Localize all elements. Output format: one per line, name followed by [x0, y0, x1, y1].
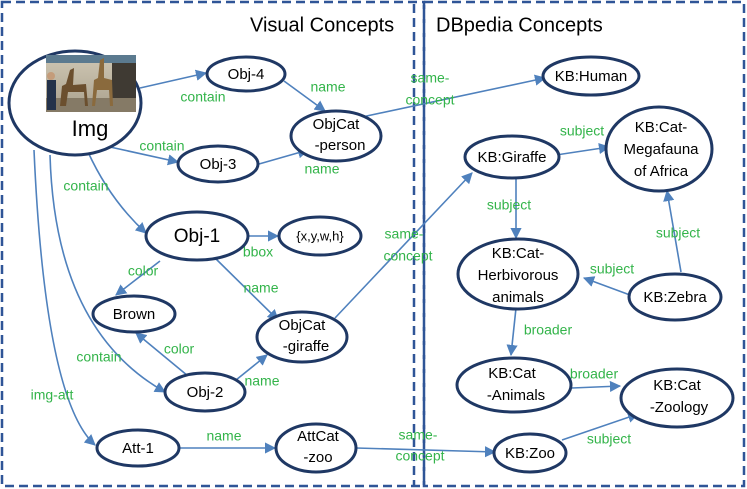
node-kb-zoology-label-1: KB:Cat — [653, 377, 701, 394]
edge-label-giraffe-kbgiraffe-1: same- — [385, 226, 424, 242]
edge-label-obj4-person: name — [310, 79, 345, 95]
edge-img-obj2 — [49, 154, 166, 393]
node-brown-label: Brown — [113, 306, 156, 323]
edge-obj2-giraffe — [235, 354, 268, 381]
node-att1: Att-1 — [95, 428, 181, 468]
edge-label-obj2-giraffe: name — [244, 373, 279, 389]
edge-label-giraffe-kbgiraffe-2: concept — [383, 248, 432, 264]
node-objcat-person-label-1: ObjCat — [313, 116, 361, 133]
node-obj4: Obj-4 — [205, 55, 287, 93]
edge-label-zebra-megafauna: subject — [656, 225, 700, 241]
edge-obj1-brown — [115, 260, 161, 296]
node-kb-giraffe-label: KB:Giraffe — [478, 149, 547, 166]
edge-label-img-att1: img-att — [31, 387, 74, 403]
edge-herbivorous-animals — [506, 307, 518, 357]
node-brown: Brown — [91, 294, 177, 334]
node-obj2: Obj-2 — [163, 371, 247, 413]
edge-kbzoo-zoology — [561, 411, 640, 441]
giraffe-photo-thumbnail — [46, 55, 136, 112]
node-kb-human-label: KB:Human — [555, 68, 628, 85]
edge-img-obj1 — [87, 151, 147, 234]
edge-label-obj1-bbox: bbox — [243, 244, 273, 260]
edge-label-obj1-brown: color — [128, 263, 159, 279]
edge-label-kbzoo-zoology: subject — [587, 431, 631, 447]
edges — [33, 69, 682, 458]
node-kb-zoology: KB:Cat -Zoology — [619, 367, 735, 429]
node-kb-zoo-label: KB:Zoo — [505, 445, 555, 462]
visual-concepts-title: Visual Concepts — [250, 14, 394, 36]
edge-label-kbgiraffe-herbivorous: subject — [487, 197, 531, 213]
edge-label-img-obj3: contain — [139, 138, 184, 154]
edge-img-att1 — [33, 149, 96, 446]
edge-obj4-person — [283, 80, 326, 112]
node-kb-giraffe: KB:Giraffe — [463, 134, 561, 180]
node-kb-herbivorous-label-1: KB:Cat- — [492, 245, 545, 262]
edge-zebra-herbivorous — [582, 276, 631, 296]
node-kb-zebra: KB:Zebra — [627, 272, 723, 322]
edge-label-person-human-2: concept — [405, 92, 454, 108]
node-kb-animals-label-2: -Animals — [487, 387, 545, 404]
node-kb-herbivorous-label-2: Herbivorous — [478, 267, 559, 284]
node-kb-zoology-label-2: -Zoology — [650, 399, 709, 416]
node-objcat-person-label-2: -person — [315, 137, 366, 154]
dbpedia-concepts-title: DBpedia Concepts — [436, 14, 603, 36]
edge-labels: contain contain contain contain img-att … — [31, 70, 701, 464]
node-obj1-label: Obj-1 — [174, 226, 220, 247]
edge-zebra-megafauna — [663, 189, 682, 273]
node-obj2-label: Obj-2 — [187, 384, 224, 401]
node-kb-animals-label-1: KB:Cat — [488, 365, 536, 382]
edge-label-person-human-1: same- — [411, 70, 450, 86]
edge-label-img-obj2: contain — [76, 349, 121, 365]
node-objcat-person: ObjCat -person — [289, 109, 383, 163]
edge-label-kbgiraffe-megafauna: subject — [560, 123, 604, 139]
edge-label-img-obj4: contain — [180, 89, 225, 105]
dbpedia-concepts-panel — [422, 0, 746, 488]
node-kb-human: KB:Human — [541, 55, 641, 97]
node-kb-zoo: KB:Zoo — [492, 432, 568, 474]
edge-img-obj4 — [139, 69, 208, 89]
node-objcat-giraffe-label-1: ObjCat — [279, 317, 327, 334]
node-obj3-label: Obj-3 — [200, 156, 237, 173]
node-kb-megafauna-label-3: of Africa — [634, 163, 689, 180]
edge-label-img-obj1: contain — [63, 178, 108, 194]
node-attcat-zoo: AttCat -zoo — [274, 422, 358, 474]
edge-label-obj1-giraffe: name — [243, 280, 278, 296]
node-att1-label: Att-1 — [122, 440, 154, 457]
node-obj3: Obj-3 — [176, 144, 260, 184]
edge-kbgiraffe-megafauna — [555, 142, 611, 156]
node-img-label: Img — [72, 116, 109, 141]
node-kb-megafauna: KB:Cat- Megafauna of Africa — [604, 105, 714, 193]
edge-obj1-giraffe — [213, 256, 279, 321]
edge-img-obj3 — [109, 146, 180, 166]
node-bbox-label: {x,y,w,h} — [296, 228, 344, 243]
node-objcat-giraffe: ObjCat -giraffe — [255, 310, 349, 364]
edge-label-herbivorous-animals: broader — [524, 322, 573, 338]
node-kb-zebra-label: KB:Zebra — [643, 289, 707, 306]
node-obj1: Obj-1 — [144, 210, 250, 262]
edge-label-obj2-brown: color — [164, 341, 195, 357]
edge-obj2-brown — [135, 332, 189, 377]
edge-label-zoo-kbzoo-1: same- — [399, 427, 438, 443]
node-kb-herbivorous-label-3: animals — [492, 289, 544, 306]
node-attcat-zoo-label-2: -zoo — [303, 449, 332, 466]
edge-label-zebra-herbivorous: subject — [590, 261, 634, 277]
edge-label-zoo-kbzoo-2: concept — [395, 448, 444, 464]
edge-label-obj3-person: name — [304, 161, 339, 177]
node-kb-megafauna-label-2: Megafauna — [623, 141, 699, 158]
edge-label-att1-zoo: name — [206, 428, 241, 444]
edge-zoo-kbzoo — [355, 446, 497, 458]
node-img: Img — [7, 49, 143, 157]
node-kb-animals: KB:Cat -Animals — [455, 356, 573, 414]
node-bbox: {x,y,w,h} — [277, 215, 363, 257]
edge-person-human — [361, 74, 547, 118]
node-objcat-giraffe-label-2: -giraffe — [283, 338, 329, 355]
edge-animals-zoology — [571, 380, 622, 393]
edge-label-animals-zoology: broader — [570, 366, 619, 382]
edge-giraffe-kbgiraffe — [334, 172, 473, 319]
node-kb-herbivorous: KB:Cat- Herbivorous animals — [456, 237, 580, 311]
node-attcat-zoo-label-1: AttCat — [297, 428, 340, 445]
node-kb-megafauna-label-1: KB:Cat- — [635, 119, 688, 136]
node-obj4-label: Obj-4 — [228, 66, 265, 83]
